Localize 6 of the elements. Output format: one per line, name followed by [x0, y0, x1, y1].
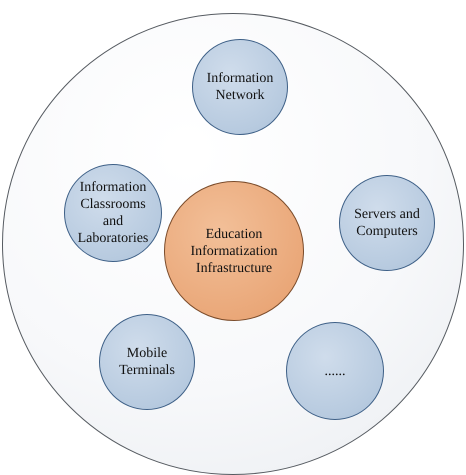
node-label: Information Network — [206, 70, 274, 104]
node-label: Education Informatization Infrastructure — [189, 226, 279, 276]
node-label: Mobile Terminals — [118, 345, 176, 379]
node-label: Information Classrooms and Laboratories — [76, 179, 150, 247]
node-label: Servers and Computers — [353, 206, 421, 240]
node-label: ...... — [324, 362, 346, 380]
